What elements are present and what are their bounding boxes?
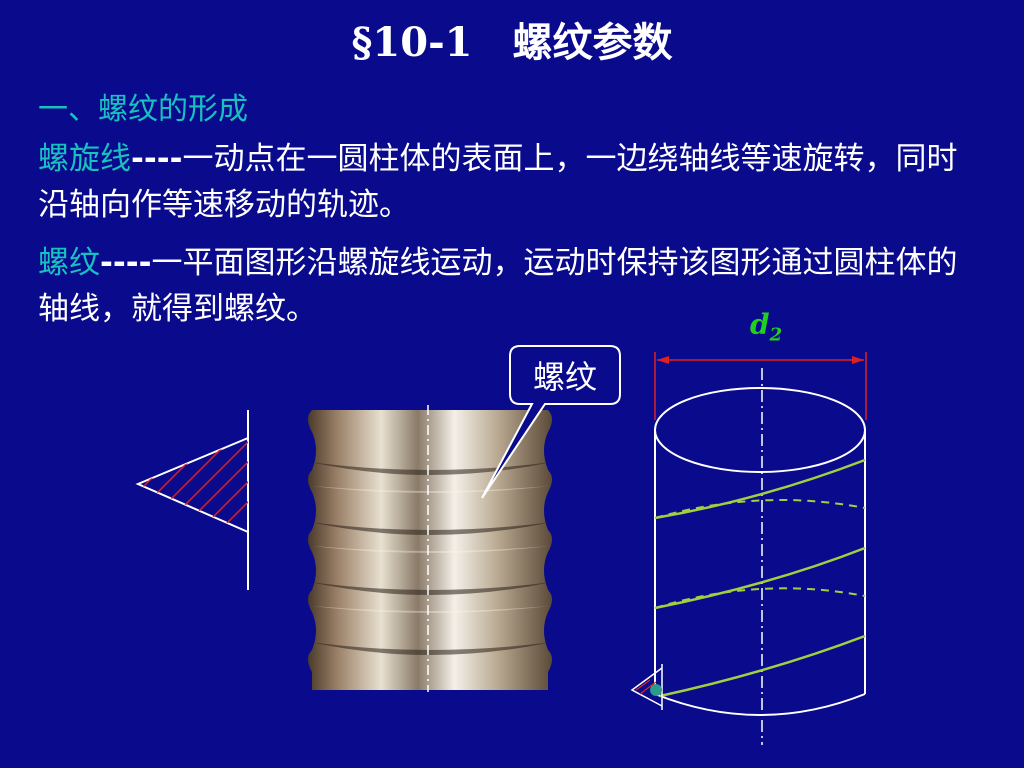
hatch-pattern [138, 438, 248, 532]
section-number: §10-1 [351, 19, 473, 66]
definition-text: 一平面图形沿螺旋线运动，运动时保持该图形通过圆柱体的轴线，就得到螺纹。 [38, 245, 958, 327]
term-thread: 螺纹 [38, 245, 100, 281]
dash: ---- [100, 245, 152, 281]
section-heading: 一、螺纹的形成 [38, 92, 248, 127]
arrow-right-icon [852, 356, 864, 364]
arrow-left-icon [657, 356, 669, 364]
definition-text: 一动点在一圆柱体的表面上，一边绕轴线等速旋转，同时沿轴向作等速移动的轨迹。 [38, 141, 958, 223]
thread-profile [135, 410, 249, 590]
callout-label: 螺纹 [532, 358, 597, 396]
dimension-subscript: 2 [769, 324, 783, 346]
dash: ---- [131, 141, 183, 177]
thread-definition: 螺纹----一平面图形沿螺旋线运动，运动时保持该图形通过圆柱体的轴线，就得到螺纹… [38, 240, 978, 332]
page-title: §10-1 螺纹参数 [0, 10, 1024, 68]
cylinder-bottom [654, 693, 866, 716]
term-helix: 螺旋线 [38, 141, 131, 177]
dimension-label: d2 [750, 308, 782, 346]
moving-point [650, 684, 662, 696]
cylinder-helix [630, 352, 867, 745]
title-text: 螺纹参数 [512, 19, 673, 66]
helix-definition: 螺旋线----一动点在一圆柱体的表面上，一边绕轴线等速旋转，同时沿轴向作等速移动… [38, 136, 978, 228]
cylinder-top [654, 387, 866, 473]
dimension-symbol: d [750, 308, 770, 341]
callout-bubble [481, 345, 621, 499]
